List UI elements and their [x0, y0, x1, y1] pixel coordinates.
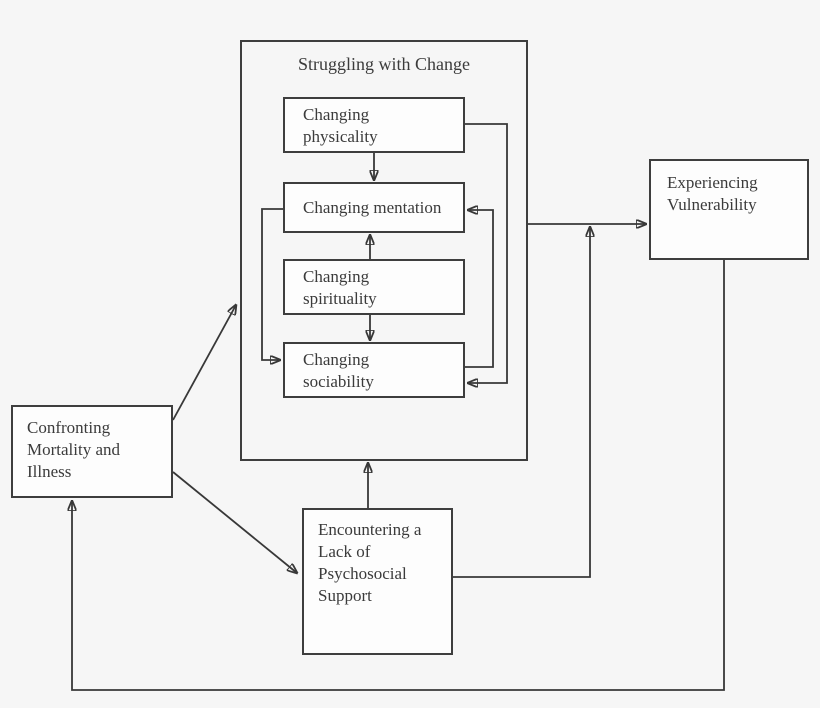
arrow-confronting-to-struggling	[172, 305, 236, 421]
arrow-confronting-to-encountering	[172, 471, 297, 573]
node-changing-sociability: Changing sociability	[283, 342, 465, 398]
node-changing-mentation: Changing mentation	[283, 182, 465, 233]
group-title: Struggling with Change	[298, 54, 470, 74]
node-changing-physicality: Changing physicality	[283, 97, 465, 153]
node-experiencing-vulnerability: Experiencing Vulnerability	[649, 159, 809, 260]
node-encountering-lack-psychosocial-support: Encountering a Lack of Psychosocial Supp…	[302, 508, 453, 655]
node-changing-spirituality: Changing spirituality	[283, 259, 465, 315]
node-confronting-mortality-illness: Confronting Mortality and Illness	[11, 405, 173, 498]
